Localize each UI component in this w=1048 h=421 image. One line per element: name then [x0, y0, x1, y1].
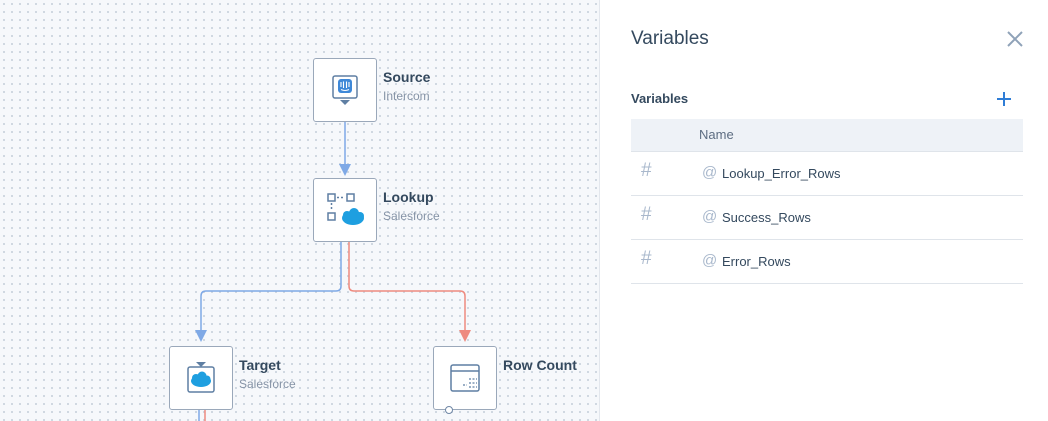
- add-variable-button[interactable]: [993, 88, 1015, 110]
- connection-wires: [195, 122, 471, 421]
- lookup-node[interactable]: [313, 178, 377, 242]
- table-row[interactable]: # @ Lookup_Error_Rows: [631, 152, 1023, 196]
- hash-icon: #: [641, 248, 652, 269]
- close-icon: [1007, 31, 1023, 47]
- at-symbol: @: [702, 208, 718, 225]
- row-count-output-port[interactable]: [445, 406, 453, 414]
- intercom-icon: [332, 75, 358, 105]
- hash-icon: #: [641, 204, 652, 225]
- column-header-name: Name: [699, 127, 734, 142]
- table-row[interactable]: # @ Error_Rows: [631, 240, 1023, 284]
- target-icon: [187, 362, 215, 393]
- target-node-title: Target: [239, 357, 281, 373]
- target-node-subtitle: Salesforce: [239, 377, 296, 391]
- row-count-node-title: Row Count: [503, 357, 577, 373]
- at-symbol: @: [702, 164, 718, 181]
- variable-name: Error_Rows: [722, 254, 791, 269]
- table-row[interactable]: # @ Success_Rows: [631, 196, 1023, 240]
- plus-icon: [997, 92, 1011, 106]
- variable-name: Success_Rows: [722, 210, 811, 225]
- variables-table: Name # @ Lookup_Error_Rows # @ Success_R…: [631, 119, 1023, 284]
- panel-title: Variables: [631, 28, 709, 49]
- hash-icon: #: [641, 160, 652, 181]
- row-count-node[interactable]: [433, 346, 497, 410]
- source-node-title: Source: [383, 69, 431, 85]
- wire-lookup-target: [195, 242, 342, 342]
- lookup-icon: [327, 193, 364, 225]
- table-header: Name: [631, 119, 1023, 152]
- close-button[interactable]: [1004, 28, 1026, 50]
- target-node[interactable]: [169, 346, 233, 410]
- lookup-node-subtitle: Salesforce: [383, 209, 440, 223]
- wire-lookup-rowcount: [348, 242, 471, 342]
- variables-panel: Variables Variables Name # @ Lookup_Erro…: [600, 0, 1048, 421]
- row-count-icon: [450, 364, 480, 392]
- pipeline-canvas[interactable]: Source Intercom Lookup Salesforce: [0, 0, 600, 421]
- source-node[interactable]: [313, 58, 377, 122]
- variable-name: Lookup_Error_Rows: [722, 166, 841, 181]
- lookup-node-title: Lookup: [383, 189, 434, 205]
- salesforce-icon: [342, 208, 364, 225]
- at-symbol: @: [702, 252, 718, 269]
- salesforce-icon: [191, 371, 211, 387]
- variables-section-label: Variables: [631, 91, 689, 106]
- source-node-subtitle: Intercom: [383, 89, 430, 103]
